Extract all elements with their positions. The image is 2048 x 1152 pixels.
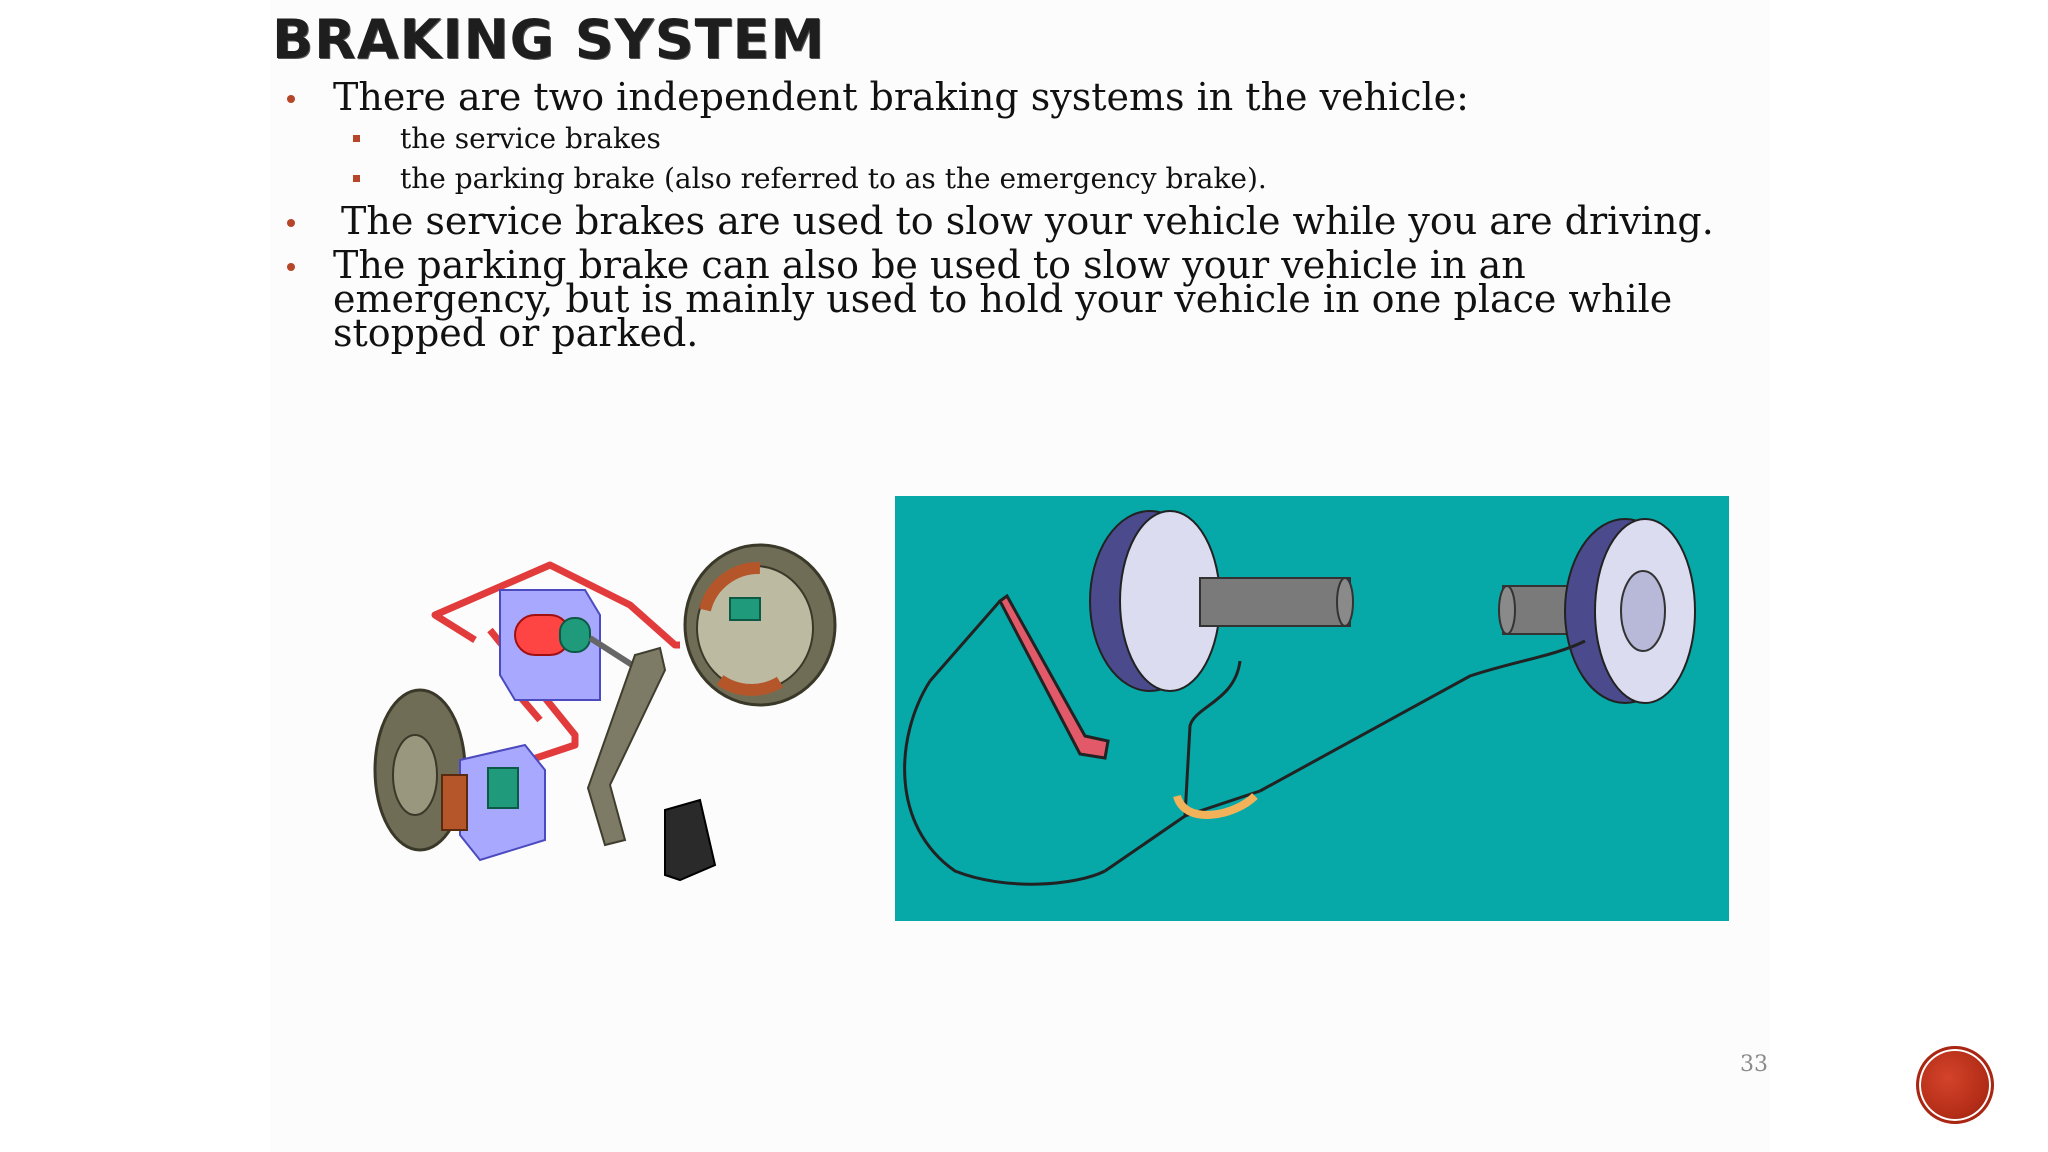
bullet-list: There are two independent braking system… bbox=[280, 78, 1740, 360]
sub-bullet-item: the service brakes bbox=[280, 124, 1740, 154]
master-cylinder bbox=[499, 589, 642, 701]
parking-brake-diagram bbox=[895, 496, 1729, 921]
bullet-item: There are two independent braking system… bbox=[280, 78, 1740, 116]
page-number: 33 bbox=[1740, 1052, 1768, 1077]
parking-brake-lever bbox=[998, 593, 1110, 760]
disc-brake bbox=[373, 688, 546, 862]
bullet-item: The service brakes are used to slow your… bbox=[280, 202, 1740, 240]
slide-title: BRAKING SYSTEM bbox=[272, 8, 826, 71]
next-slide-circle-icon[interactable] bbox=[1916, 1046, 1994, 1124]
cable-equalizer bbox=[1173, 793, 1258, 819]
bullet-item: The parking brake can also be used to sl… bbox=[280, 246, 1740, 352]
drum-brake bbox=[683, 543, 837, 707]
left-rear-wheel bbox=[1089, 510, 1354, 692]
right-rear-wheel bbox=[1498, 518, 1696, 704]
brake-pedal bbox=[586, 646, 717, 882]
sub-bullet-item: the parking brake (also referred to as t… bbox=[280, 164, 1740, 194]
service-brake-diagram bbox=[373, 543, 837, 882]
brake-cable bbox=[903, 600, 1586, 886]
